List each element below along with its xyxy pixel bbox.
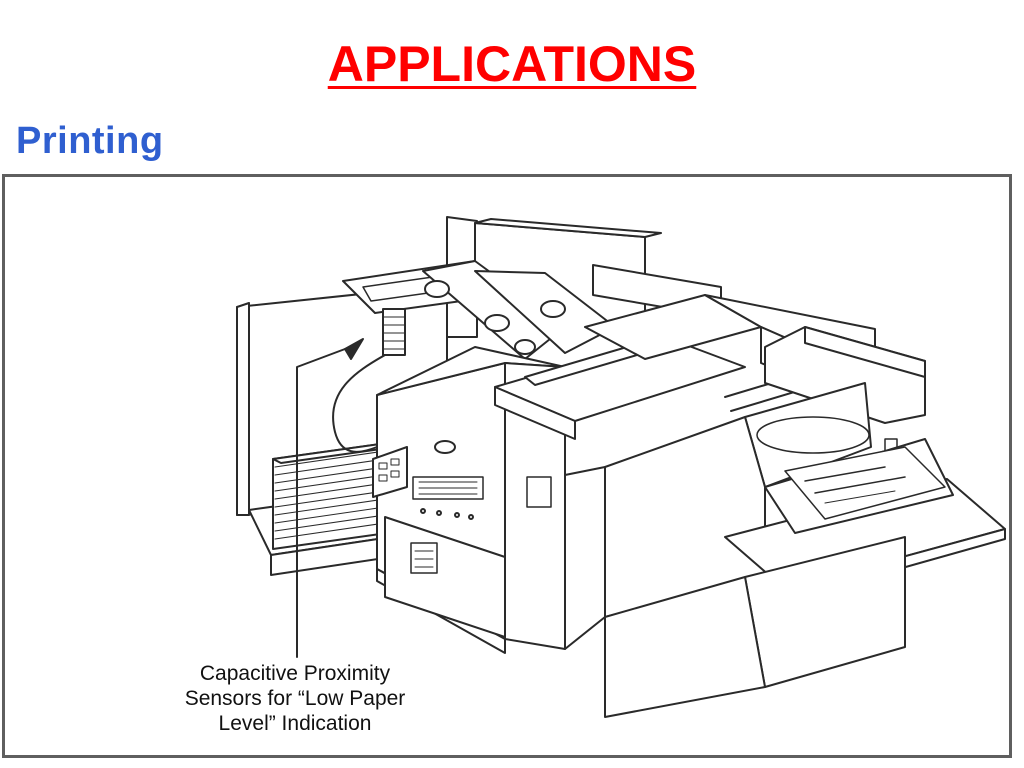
top-feed-mechanism bbox=[342, 218, 722, 360]
printer-illustration bbox=[236, 216, 1006, 718]
caption-line: Level” Indication bbox=[218, 712, 372, 735]
printer-body bbox=[372, 346, 566, 654]
caption-line: Capacitive Proximity bbox=[199, 662, 391, 685]
output-section bbox=[564, 326, 1006, 718]
slide-title: APPLICATIONS bbox=[327, 36, 697, 92]
sensor-callout-arrow bbox=[296, 338, 364, 658]
paper-stack bbox=[248, 442, 396, 576]
sensor-caption: Capacitive Proximity Sensors for “Low Pa… bbox=[125, 661, 465, 736]
section-heading: Printing bbox=[16, 120, 164, 162]
proximity-sensor bbox=[332, 308, 406, 453]
printer-illustration-frame: Capacitive Proximity Sensors for “Low Pa… bbox=[2, 174, 1012, 758]
caption-line: Sensors for “Low Paper bbox=[184, 687, 406, 710]
